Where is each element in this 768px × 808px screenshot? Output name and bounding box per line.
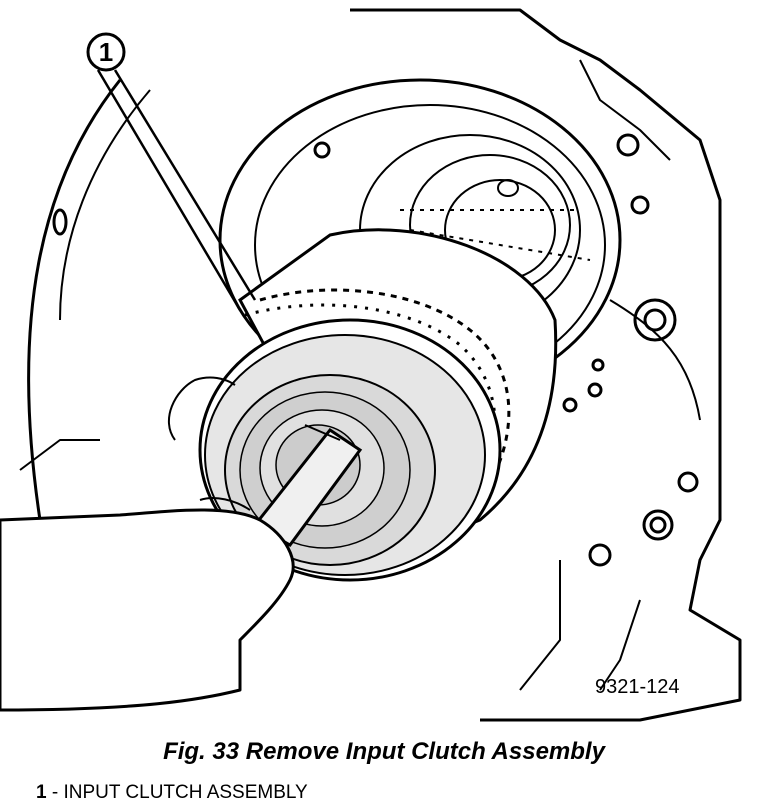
legend-item: 1 - INPUT CLUTCH ASSEMBLY [36, 782, 308, 804]
legend-number: 1 [36, 782, 47, 803]
technician-hand [0, 376, 295, 712]
clutch-drum [198, 228, 558, 582]
figure-id: 9321-124 [595, 676, 680, 698]
figure-caption: Fig. 33 Remove Input Clutch Assembly [163, 738, 605, 765]
callout-1: 1 [86, 32, 257, 311]
legend-separator: - [46, 782, 64, 803]
callout-number: 1 [99, 37, 113, 67]
legend-label: INPUT CLUTCH ASSEMBLY [63, 782, 308, 803]
input-clutch-illustration: 1 [0, 8, 742, 722]
